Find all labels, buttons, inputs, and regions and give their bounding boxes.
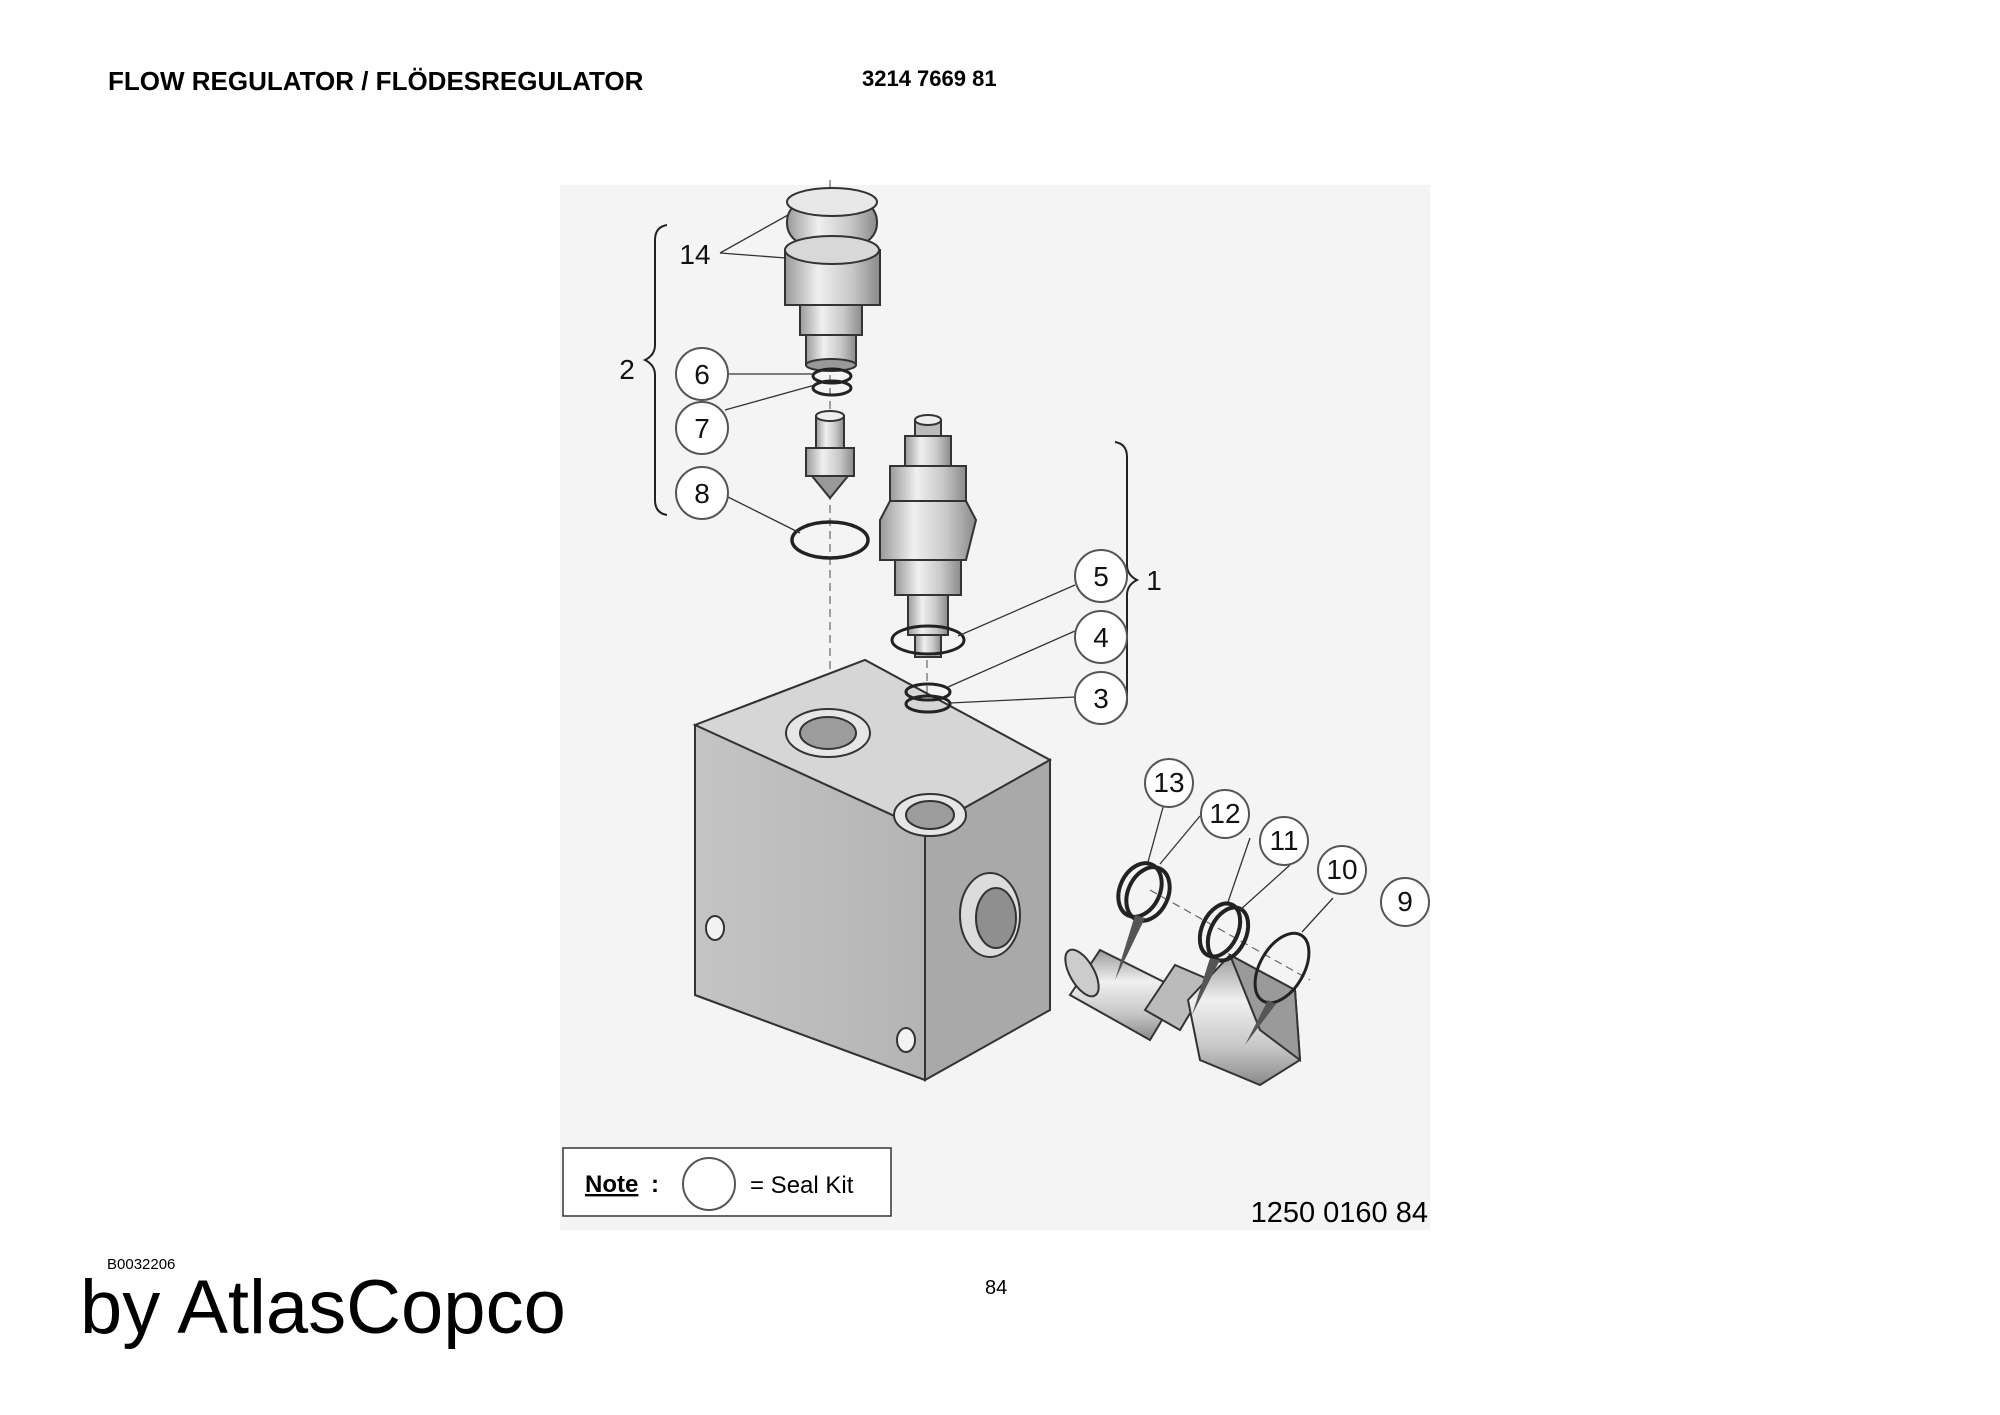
callout-10: 10 (1326, 854, 1357, 885)
brand-watermark: by AtlasCopco (80, 1265, 566, 1350)
callout-4: 4 (1093, 622, 1109, 653)
image-code: B0032206 (107, 1256, 176, 1273)
callout-7: 7 (694, 413, 710, 444)
callout-6: 6 (694, 359, 710, 390)
note-text: = Seal Kit (750, 1172, 854, 1199)
callout-9: 9 (1397, 886, 1413, 917)
o-ring-4 (904, 682, 952, 702)
drawing-number: 1250 0160 84 (1251, 1197, 1428, 1229)
callout-14: 14 (679, 239, 710, 270)
callout-12: 12 (1209, 798, 1240, 829)
callout-5: 5 (1093, 561, 1109, 592)
callout-11: 11 (1269, 825, 1298, 856)
o-ring-8 (790, 520, 870, 560)
part-number: 3214 7669 81 (862, 66, 997, 91)
o-ring-6 (811, 367, 853, 385)
diagram-background (560, 185, 1430, 1230)
seal-kit-symbol (682, 1157, 736, 1211)
seal-pointers (1115, 915, 1276, 1045)
note-colon: : (651, 1171, 659, 1198)
brace-kit-2 (642, 224, 668, 516)
seal-ring-9 (1253, 931, 1311, 1005)
callout-1: 1 (1146, 565, 1162, 596)
o-ring-5 (890, 624, 966, 656)
exploded-view-diagram: 14 2 6 7 8 5 1 4 3 13 12 11 10 9 Note : … (560, 180, 1430, 1230)
callout-3: 3 (1093, 683, 1109, 714)
callout-8: 8 (694, 478, 710, 509)
callout-2: 2 (619, 354, 635, 385)
leader-lines (719, 214, 1334, 933)
note-label: Note (585, 1171, 638, 1198)
adjuster-knob (784, 187, 881, 372)
callout-circles (675, 347, 1430, 927)
valve-block (692, 658, 1053, 1082)
needle-valve (805, 410, 855, 500)
callout-13: 13 (1153, 767, 1184, 798)
page-number: 84 (985, 1277, 1008, 1299)
document-title: FLOW REGULATOR / FLÖDESREGULATOR (108, 66, 644, 96)
o-ring-7 (811, 379, 853, 397)
o-ring-3 (904, 694, 952, 714)
flow-cartridge (879, 414, 978, 658)
